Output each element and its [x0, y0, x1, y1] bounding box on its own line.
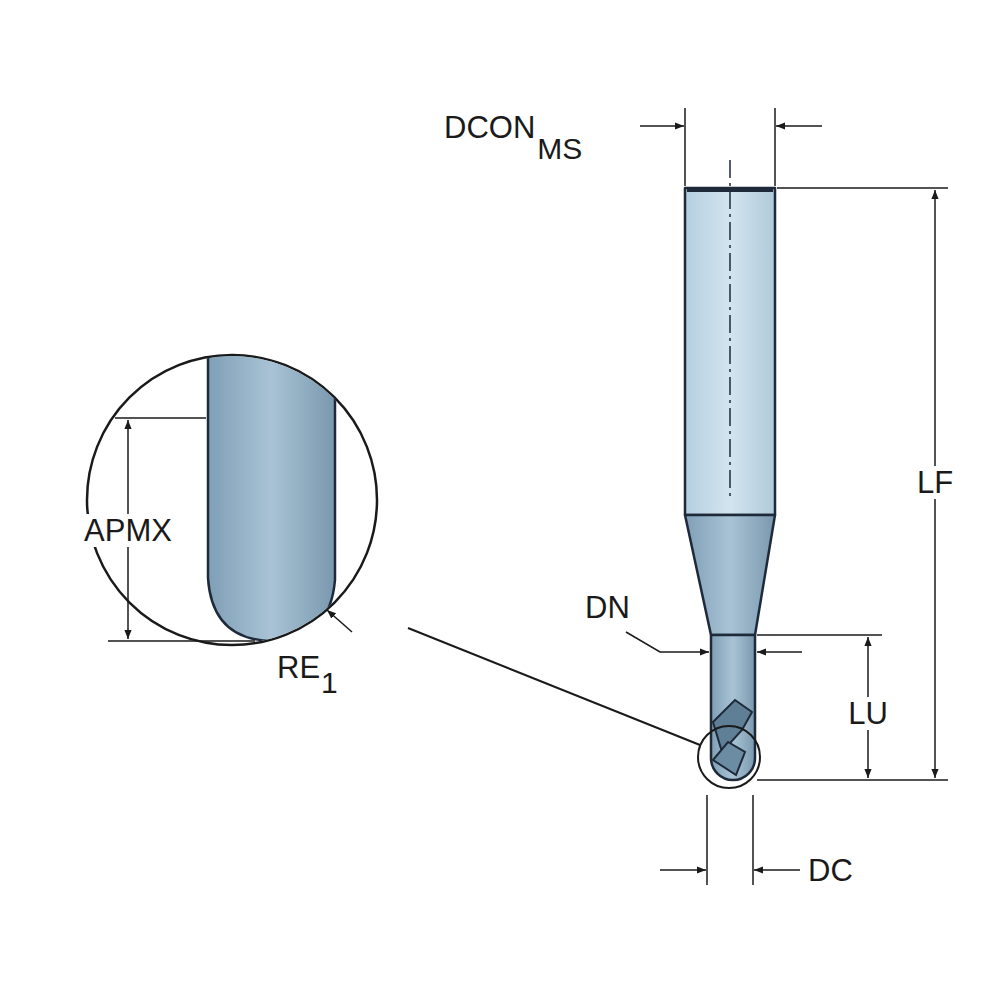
- dimension-symbol: DC: [808, 855, 853, 886]
- dimension-symbol: LF: [914, 466, 956, 499]
- dimension-symbol: RE: [277, 652, 320, 683]
- dimension-symbol: APMX: [81, 514, 175, 547]
- dimension-symbol: DCON: [444, 112, 535, 143]
- dimension-subscript: MS: [537, 134, 582, 164]
- dimension-symbol: LU: [845, 697, 891, 730]
- dimension-symbol: DN: [585, 592, 630, 623]
- dimension-subscript: 1: [321, 668, 338, 698]
